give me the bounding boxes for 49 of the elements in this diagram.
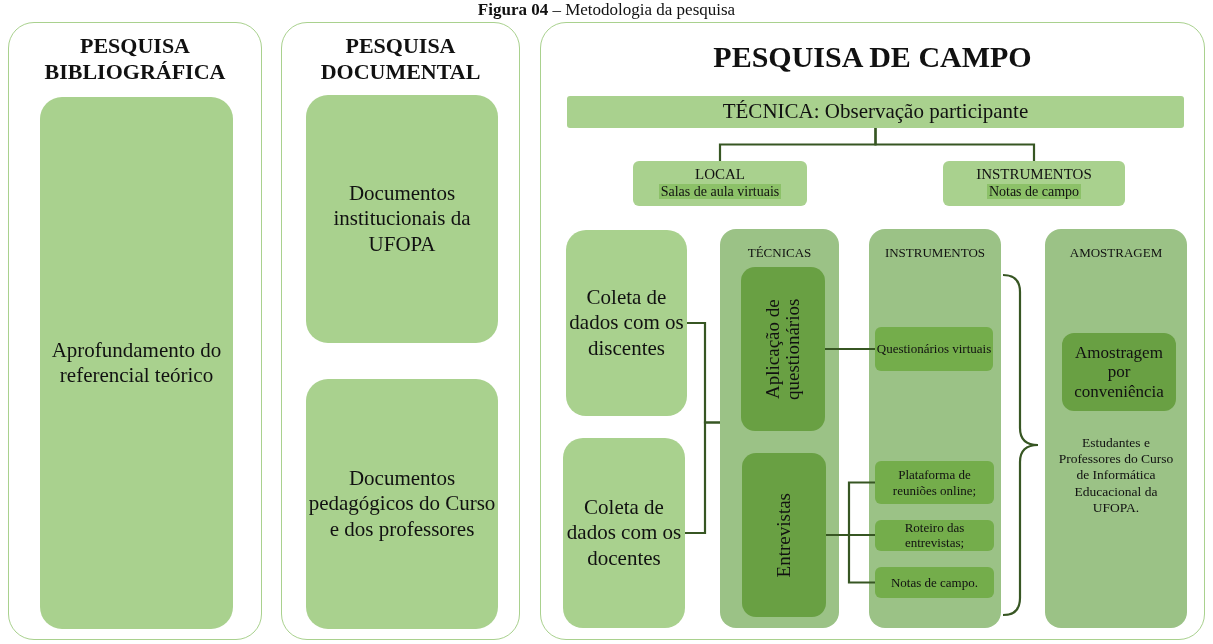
section-heading: PESQUISA BIBLIOGRÁFICA [43,33,227,86]
box-text: Documentos institucionais da UFOPA [332,181,472,257]
box-text: Roteiro das entrevistas; [903,521,966,550]
box [741,267,825,431]
box-text: Salas de aula virtuais [658,183,782,199]
column-heading: INSTRUMENTOS [883,245,987,261]
section-panel [540,22,1205,640]
box-text: Notas de campo. [891,574,978,591]
column-panel [869,229,1001,628]
box [567,96,1184,128]
box [875,461,994,504]
box [1062,333,1176,411]
box [943,161,1125,206]
column-heading: AMOSTRAGEM [1068,245,1164,261]
box [40,97,233,629]
column-heading: TÉCNICAS [746,245,813,261]
connector-line [825,347,875,351]
box-text: Questionários virtuais [876,341,992,357]
box [563,438,685,628]
box-text: TÉCNICA: Observação participante [722,99,1029,125]
box-text: Plataforma de reuniões online; [891,466,978,499]
connector-line [874,128,1036,161]
box-text: Aplicação de questionários [763,297,803,402]
column-panel [1045,229,1187,628]
box-text: Notas de campo [986,183,1082,199]
box [633,161,807,206]
box [875,327,993,371]
section-heading: PESQUISA DE CAMPO [712,39,1033,75]
box [875,567,994,598]
box-text: Amostragem por conveniência [1073,342,1165,402]
box-heading: INSTRUMENTOS [976,166,1092,182]
column-panel [720,229,839,628]
section-panel [8,22,262,640]
box [566,230,687,416]
connector-line [685,421,720,535]
box-text: Aprofundamento do referencial teórico [50,337,223,389]
box-text: Coleta de dados com os discentes [568,285,685,361]
box-heading: LOCAL [695,166,745,182]
figure-title: Figura 04 – Metodologia da pesquisa [476,0,737,20]
box-text: Entrevistas [772,492,795,578]
section-heading: PESQUISA DOCUMENTAL [319,33,482,86]
description-text: Estudantes e Professores do Curso de Informática Educacional da UFOPA. [1057,435,1175,516]
box [306,95,498,343]
box [875,520,994,551]
box [742,453,826,617]
box-text: Coleta de dados com os docentes [565,495,683,571]
box [306,379,498,629]
section-panel [281,22,520,640]
box-text: Documentos pedagógicos do Curso e dos professores [307,466,497,542]
